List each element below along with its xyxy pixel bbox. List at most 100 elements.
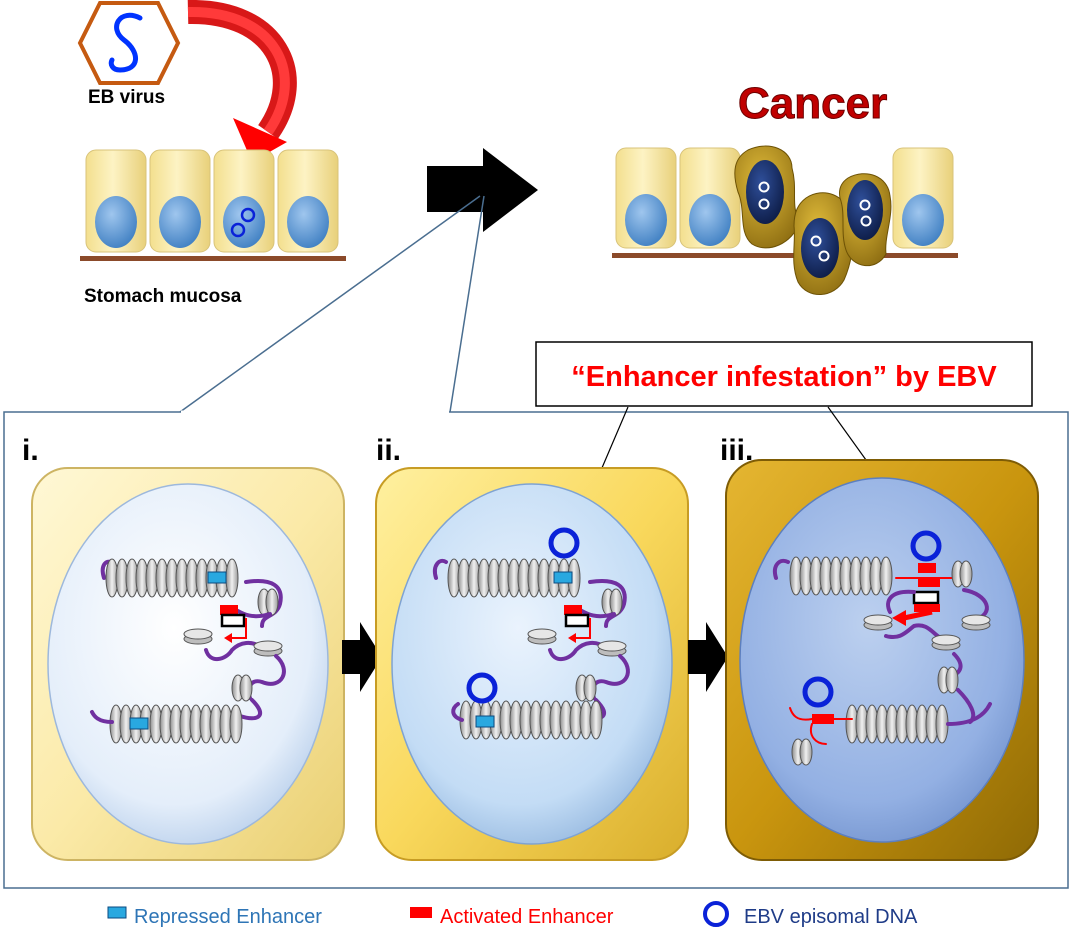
chromatin-fiber: [884, 623, 948, 642]
mucosa-cells: [85, 149, 339, 253]
repressed-enhancer: [129, 717, 149, 730]
panel-label: ii.: [376, 434, 401, 467]
panel-iii: iii.: [720, 434, 1039, 861]
chromatin-fiber: [773, 558, 790, 580]
nucleus: [391, 483, 673, 845]
transcription-arrow: [892, 610, 906, 626]
repressed-enhancer: [475, 715, 495, 728]
virus-label: EB virus: [88, 87, 165, 108]
cell-nucleus: [95, 196, 137, 248]
nucleosome-icon: [583, 674, 597, 702]
activated-enhancer: [914, 604, 940, 612]
chromatin: [433, 527, 630, 740]
zoom-lines: [179, 195, 485, 413]
nucleosome-icon: [945, 666, 959, 694]
ebv-episome-icon: [230, 222, 246, 238]
legend-repressed-label: Repressed Enhancer: [134, 906, 322, 928]
infection-arrow-icon: [187, 0, 297, 162]
repressed-enhancer-swatch: [107, 906, 127, 919]
gene-promoter: [220, 613, 246, 628]
transcription-arrow: [232, 618, 247, 639]
stage-arrow-icon: [342, 622, 382, 692]
nucleosome-icon: [961, 614, 991, 626]
chromatin: [90, 558, 286, 744]
ebv-episome-icon: [758, 181, 770, 193]
repressed-enhancer: [207, 571, 227, 584]
nucleosome-icon: [863, 614, 893, 626]
nucleosome-icon: [959, 560, 973, 588]
panel-label: i.: [22, 434, 39, 467]
cell-nucleus: [902, 194, 944, 246]
callout-text: “Enhancer infestation” by EBV: [571, 361, 997, 393]
nucleosome-icon: [609, 588, 623, 616]
nucleus: [47, 483, 329, 845]
cell-nucleus: [689, 194, 731, 246]
activated-enhancer: [812, 714, 834, 724]
chromatin-fiber: [789, 707, 813, 721]
ebv-episome-icon: [910, 530, 942, 562]
chromatin-fiber: [238, 698, 262, 721]
panel-label: iii.: [720, 434, 753, 467]
ebv-episome-icon: [802, 676, 834, 708]
nucleosome-icon: [799, 738, 813, 766]
nucleosome-icon: [239, 674, 253, 702]
gene-promoter: [912, 590, 940, 605]
mucosa-label: Stomach mucosa: [84, 286, 242, 307]
chromatin-fiber: [451, 702, 464, 722]
cell-nucleus: [159, 196, 201, 248]
ebv-episome-icon: [548, 527, 580, 559]
activated-enhancer: [220, 605, 238, 615]
progression-arrow-icon: [427, 148, 538, 232]
activated-enhancer: [918, 577, 940, 587]
chromatin-fiber: [433, 558, 448, 580]
stage-arrow-icon: [688, 622, 728, 692]
nucleosome-icon: [527, 628, 557, 640]
nucleosome-icon: [229, 704, 243, 744]
basement-membrane: [80, 256, 346, 261]
nucleosome-icon: [183, 628, 213, 640]
ebv-episome-icon: [240, 207, 256, 223]
activated-enhancer: [918, 563, 936, 573]
gene-promoter: [564, 613, 590, 628]
legend-episome-label: EBV episomal DNA: [744, 906, 918, 928]
ebv-episome-icon: [818, 250, 830, 262]
basement-membrane: [612, 253, 958, 258]
repressed-enhancer: [553, 571, 573, 584]
chromatin-fiber: [588, 579, 627, 628]
eb-virus: EB virus: [77, 1, 181, 108]
ebv-episome-icon: [810, 235, 822, 247]
activated-enhancer: [564, 605, 582, 615]
ebv-episome-icon: [859, 199, 871, 211]
chromatin-fiber: [90, 710, 114, 724]
activated-enhancer-swatch: [410, 907, 432, 918]
nucleosome-icon: [597, 640, 627, 652]
cancer-tissue: [612, 145, 958, 295]
nucleus: [739, 477, 1025, 843]
ebv-episome-icon: [758, 198, 770, 210]
chromatin-fiber: [946, 702, 992, 726]
callout: “Enhancer infestation” by EBV: [535, 341, 1033, 525]
nucleosome-icon: [253, 640, 283, 652]
chromatin-fiber: [548, 641, 608, 661]
cell-nucleus: [625, 194, 667, 246]
cancer-nucleus: [801, 218, 839, 278]
chromatin-fiber: [204, 641, 264, 661]
virus-dna-strand-icon: [108, 12, 143, 73]
legend-activated-label: Activated Enhancer: [440, 906, 614, 928]
callout-box: [535, 341, 1033, 407]
legend: Repressed Enhancer Activated Enhancer EB…: [107, 901, 918, 928]
transcription-arrow: [903, 609, 933, 621]
ebv-episome-icon: [466, 672, 498, 704]
nucleosome-icon: [589, 700, 603, 740]
chromatin-fiber: [810, 723, 827, 745]
transcription-arrow: [576, 618, 591, 639]
panel-ii: ii.: [375, 434, 689, 861]
transcription-arrow: [568, 633, 576, 643]
chromatin-fiber: [886, 589, 916, 614]
stomach-mucosa: Stomach mucosa: [80, 149, 346, 307]
cell-nucleus: [287, 196, 329, 248]
detail-frame: [3, 411, 1069, 889]
nucleosome-icon: [879, 556, 893, 596]
chromatin-fiber: [244, 579, 283, 628]
